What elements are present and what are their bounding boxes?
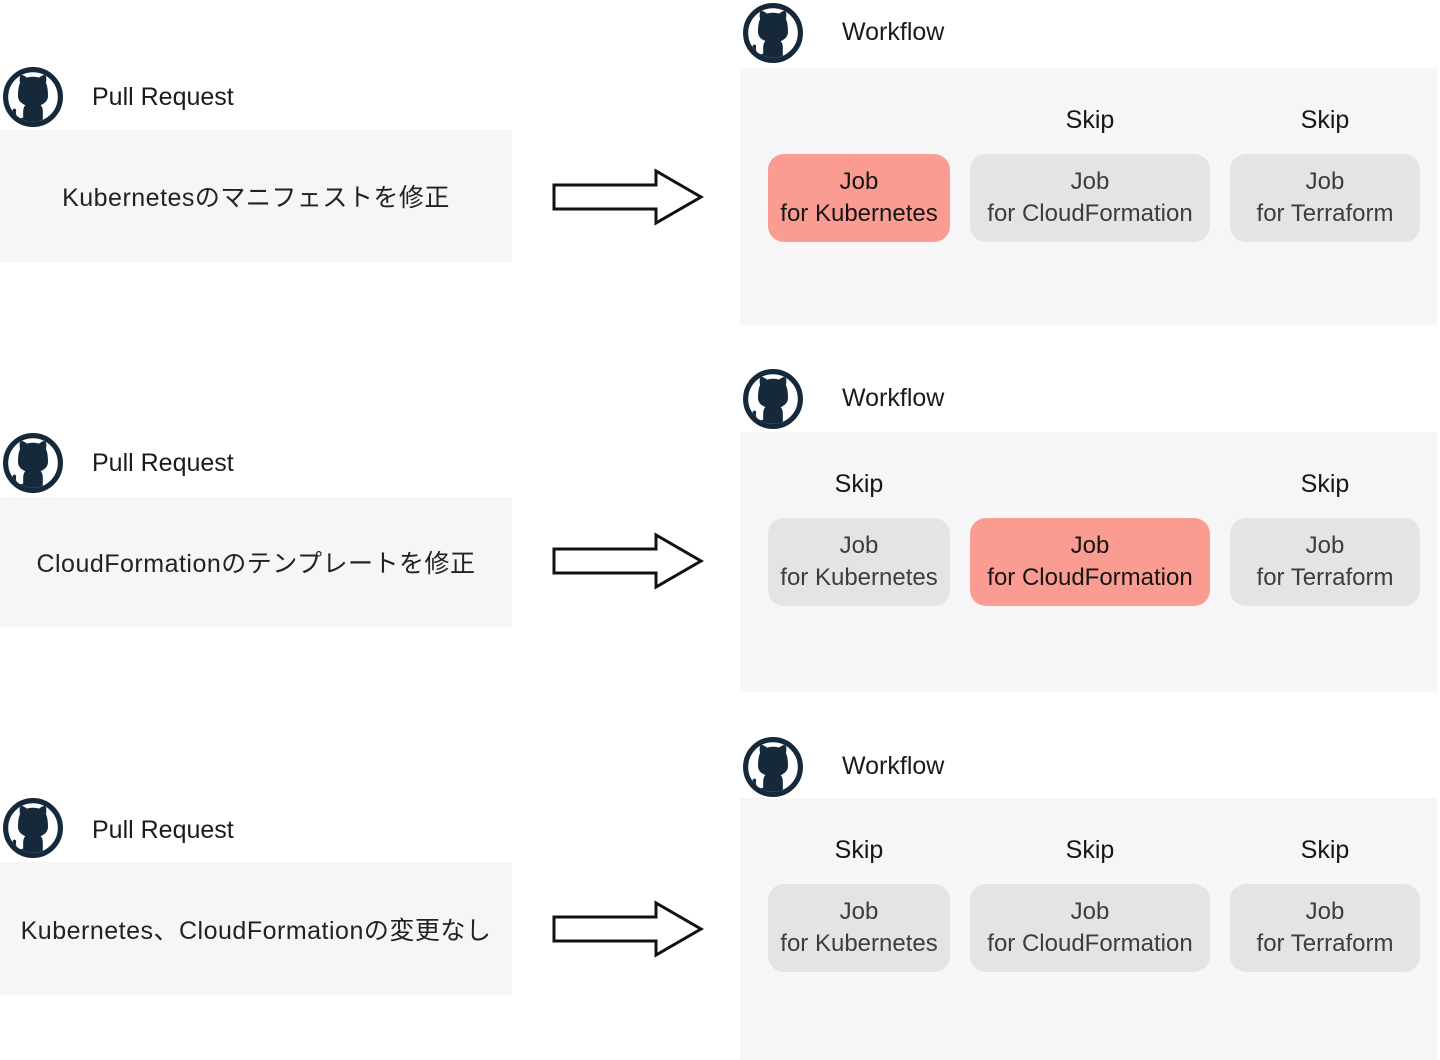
pull-request-label: Pull Request xyxy=(92,83,234,111)
github-icon xyxy=(2,66,64,128)
pull-request-label: Pull Request xyxy=(92,449,234,477)
job-line2: for Kubernetes xyxy=(780,200,938,227)
job-slot-kubernetes: Job for Kubernetes xyxy=(768,98,950,242)
skip-spacer xyxy=(768,98,950,142)
job-slot-cloudformation: Skip Job for CloudFormation xyxy=(970,98,1210,242)
right-arrow-icon xyxy=(552,168,704,226)
job-line1: Job xyxy=(1070,168,1110,195)
job-line1: Job xyxy=(1305,168,1345,195)
right-arrow-icon xyxy=(552,532,704,590)
job-row: Skip Job for Kubernetes Skip Job for Clo… xyxy=(768,828,1420,972)
job-slot-kubernetes: Skip Job for Kubernetes xyxy=(768,828,950,972)
github-icon xyxy=(742,368,804,430)
github-icon xyxy=(2,797,64,859)
job-slot-terraform: Skip Job for Terraform xyxy=(1230,462,1420,606)
job-box-kubernetes-skip: Job for Kubernetes xyxy=(768,518,950,606)
job-slot-terraform: Skip Job for Terraform xyxy=(1230,98,1420,242)
workflow-panel: Skip Job for Kubernetes Job for CloudFor… xyxy=(740,432,1437,692)
pull-request-description: Kubernetesのマニフェストを修正 xyxy=(62,184,450,212)
skip-label: Skip xyxy=(834,835,884,864)
github-icon xyxy=(742,736,804,798)
workflow-label: Workflow xyxy=(842,752,945,780)
job-box-terraform-skip: Job for Terraform xyxy=(1230,884,1420,972)
job-line1: Job xyxy=(839,898,879,925)
job-line2: for Kubernetes xyxy=(780,930,938,957)
skip-spacer xyxy=(970,462,1210,506)
job-line1: Job xyxy=(1305,532,1345,559)
job-line2: for CloudFormation xyxy=(987,200,1193,227)
pull-request-box: Kubernetesのマニフェストを修正 xyxy=(0,130,512,262)
job-box-terraform-skip: Job for Terraform xyxy=(1230,518,1420,606)
job-slot-cloudformation: Job for CloudFormation xyxy=(970,462,1210,606)
skip-label: Skip xyxy=(1065,835,1115,864)
workflow-label: Workflow xyxy=(842,18,945,46)
right-arrow-icon xyxy=(552,900,704,958)
job-box-cloudformation-run: Job for CloudFormation xyxy=(970,518,1210,606)
job-slot-terraform: Skip Job for Terraform xyxy=(1230,828,1420,972)
pull-request-description: Kubernetes、CloudFormationの変更なし xyxy=(20,916,492,945)
job-box-cloudformation-skip: Job for CloudFormation xyxy=(970,884,1210,972)
job-line1: Job xyxy=(1305,898,1345,925)
job-line1: Job xyxy=(1070,898,1110,925)
pull-request-description: CloudFormationのテンプレートを修正 xyxy=(36,550,476,578)
pull-request-box: CloudFormationのテンプレートを修正 xyxy=(0,497,512,627)
job-line2: for Terraform xyxy=(1256,930,1394,957)
job-slot-cloudformation: Skip Job for CloudFormation xyxy=(970,828,1210,972)
workflow-label: Workflow xyxy=(842,384,945,412)
job-line2: for Kubernetes xyxy=(780,564,938,591)
job-box-kubernetes-run: Job for Kubernetes xyxy=(768,154,950,242)
job-box-cloudformation-skip: Job for CloudFormation xyxy=(970,154,1210,242)
job-line1: Job xyxy=(1070,532,1110,559)
job-line2: for CloudFormation xyxy=(987,930,1193,957)
job-slot-kubernetes: Skip Job for Kubernetes xyxy=(768,462,950,606)
job-row: Skip Job for Kubernetes Job for CloudFor… xyxy=(768,462,1420,606)
job-line2: for CloudFormation xyxy=(987,564,1193,591)
job-line2: for Terraform xyxy=(1256,200,1394,227)
skip-label: Skip xyxy=(1300,469,1350,498)
skip-label: Skip xyxy=(1300,835,1350,864)
skip-label: Skip xyxy=(1065,105,1115,134)
job-line2: for Terraform xyxy=(1256,564,1394,591)
pull-request-label: Pull Request xyxy=(92,816,234,844)
job-row: Job for Kubernetes Skip Job for CloudFor… xyxy=(768,98,1420,242)
pull-request-box: Kubernetes、CloudFormationの変更なし xyxy=(0,862,512,995)
github-icon xyxy=(742,2,804,64)
job-box-kubernetes-skip: Job for Kubernetes xyxy=(768,884,950,972)
workflow-panel: Job for Kubernetes Skip Job for CloudFor… xyxy=(740,68,1437,325)
github-icon xyxy=(2,432,64,494)
skip-label: Skip xyxy=(834,469,884,498)
job-box-terraform-skip: Job for Terraform xyxy=(1230,154,1420,242)
workflow-panel: Skip Job for Kubernetes Skip Job for Clo… xyxy=(740,798,1437,1060)
job-line1: Job xyxy=(839,532,879,559)
skip-label: Skip xyxy=(1300,105,1350,134)
job-line1: Job xyxy=(839,168,879,195)
